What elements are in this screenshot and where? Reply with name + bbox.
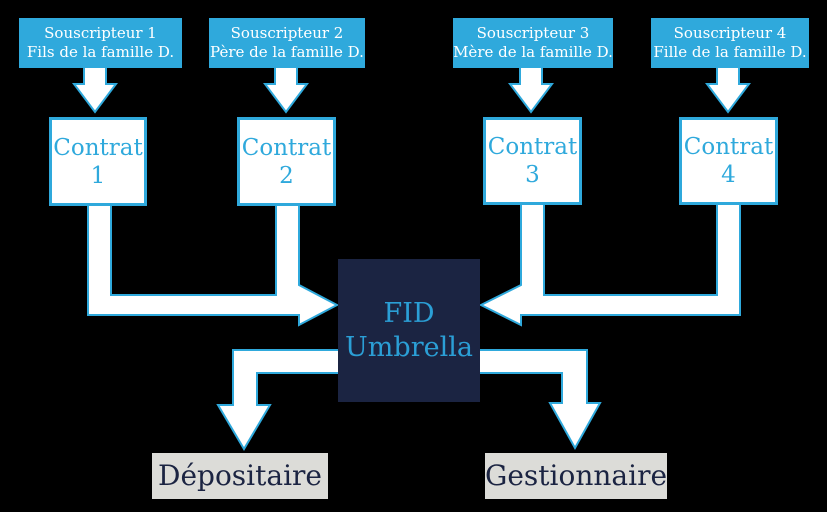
subscriber-2-desc: Père de la famille D. [210, 43, 364, 61]
fid-umbrella-line1: FID [383, 297, 435, 329]
contract-2-label: Contrat [241, 134, 332, 161]
arrow-subscriber2-to-contract2 [263, 65, 309, 114]
contract-2-box: Contrat 2 [237, 117, 336, 206]
contract-4-number: 4 [721, 162, 736, 188]
arrow-contracts34-to-hub [478, 203, 741, 327]
contract-1-number: 1 [90, 162, 106, 189]
arrow-subscriber3-to-contract3 [508, 65, 554, 114]
contract-3-label: Contrat [487, 134, 578, 160]
subscriber-1-box: Souscripteur 1 Fils de la famille D. [19, 18, 182, 68]
contract-2-number: 2 [279, 162, 294, 189]
subscriber-1-desc: Fils de la famille D. [26, 43, 175, 61]
subscriber-3-box: Souscripteur 3 Mère de la famille D. [453, 18, 613, 68]
arrow-subscriber4-to-contract4 [705, 65, 751, 114]
arrow-subscriber1-to-contract1 [72, 65, 118, 114]
gestionnaire-box: Gestionnaire [485, 453, 667, 499]
contract-3-box: Contrat 3 [483, 117, 582, 205]
contract-4-label: Contrat [683, 134, 774, 160]
depositaire-label: Dépositaire [158, 459, 322, 492]
subscriber-4-desc: Fille de la famille D. [653, 43, 807, 61]
depositaire-box: Dépositaire [152, 453, 328, 499]
subscriber-2-name: Souscripteur 2 [230, 24, 344, 42]
fid-umbrella-line2: Umbrella [345, 331, 473, 363]
subscriber-2-box: Souscripteur 2 Père de la famille D. [209, 18, 365, 68]
arrow-contracts12-to-hub [87, 203, 340, 327]
subscriber-3-desc: Mère de la famille D. [453, 43, 613, 61]
subscriber-1-name: Souscripteur 1 [44, 24, 157, 42]
subscriber-4-box: Souscripteur 4 Fille de la famille D. [651, 18, 809, 68]
contract-1-box: Contrat 1 [49, 117, 147, 206]
contract-4-box: Contrat 4 [679, 117, 778, 205]
subscriber-3-name: Souscripteur 3 [476, 24, 590, 42]
subscriber-4-name: Souscripteur 4 [673, 24, 787, 42]
gestionnaire-label: Gestionnaire [484, 459, 668, 492]
fid-umbrella-box: FID Umbrella [338, 259, 480, 402]
contract-1-label: Contrat [53, 134, 143, 161]
contract-3-number: 3 [525, 162, 540, 188]
